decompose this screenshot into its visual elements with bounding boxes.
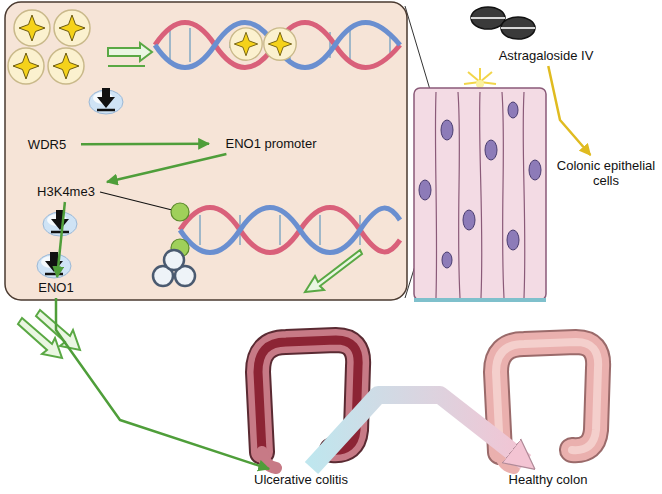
inset-panel [5, 2, 407, 300]
epithelium [414, 88, 546, 300]
decrease-icon [43, 210, 77, 236]
histone-mark-label: H3K4me3 [28, 184, 104, 199]
protein-label: ENO1 [30, 280, 82, 295]
disease-label: Ulcerative colitis [238, 472, 364, 487]
outflow-arrows [18, 310, 80, 358]
decrease-icon [37, 252, 71, 278]
node-text: Colonic epithelial cells [552, 158, 660, 188]
expression-arrows [305, 250, 362, 292]
inflamed-colon [258, 340, 358, 468]
connector-arrow [311, 395, 525, 468]
dna-helix [171, 203, 400, 257]
decrease-icon [89, 88, 123, 114]
protein-rings [153, 250, 195, 286]
node-text: Healthy colon [488, 472, 608, 487]
healthy-colon [496, 342, 598, 468]
node-text: ENO1 promoter [212, 136, 330, 151]
protein-label: WDR5 [16, 137, 78, 152]
wdr5-stars [8, 10, 90, 84]
node-text: H3K4me3 [28, 184, 104, 199]
connector-arrow [81, 143, 209, 146]
connector-arrow [107, 154, 226, 182]
drug-pills [471, 7, 535, 39]
light-rays [464, 68, 496, 88]
connector-arrow [548, 66, 590, 155]
binding-arrows [108, 43, 152, 66]
node-text: ENO1 [30, 280, 82, 295]
outcome-label: Healthy colon [488, 472, 608, 487]
drug-label: Astragaloside IV [476, 48, 616, 63]
leader-line [100, 192, 172, 210]
node-text: WDR5 [16, 137, 78, 152]
node-text: Ulcerative colitis [238, 472, 364, 487]
node-text: Astragaloside IV [476, 48, 616, 63]
connector-arrow [57, 202, 65, 277]
dna-helix [155, 23, 400, 68]
cell-label: Colonic epithelial cells [552, 158, 660, 188]
connector-arrow [56, 298, 269, 469]
promoter-label: ENO1 promoter [212, 136, 330, 151]
